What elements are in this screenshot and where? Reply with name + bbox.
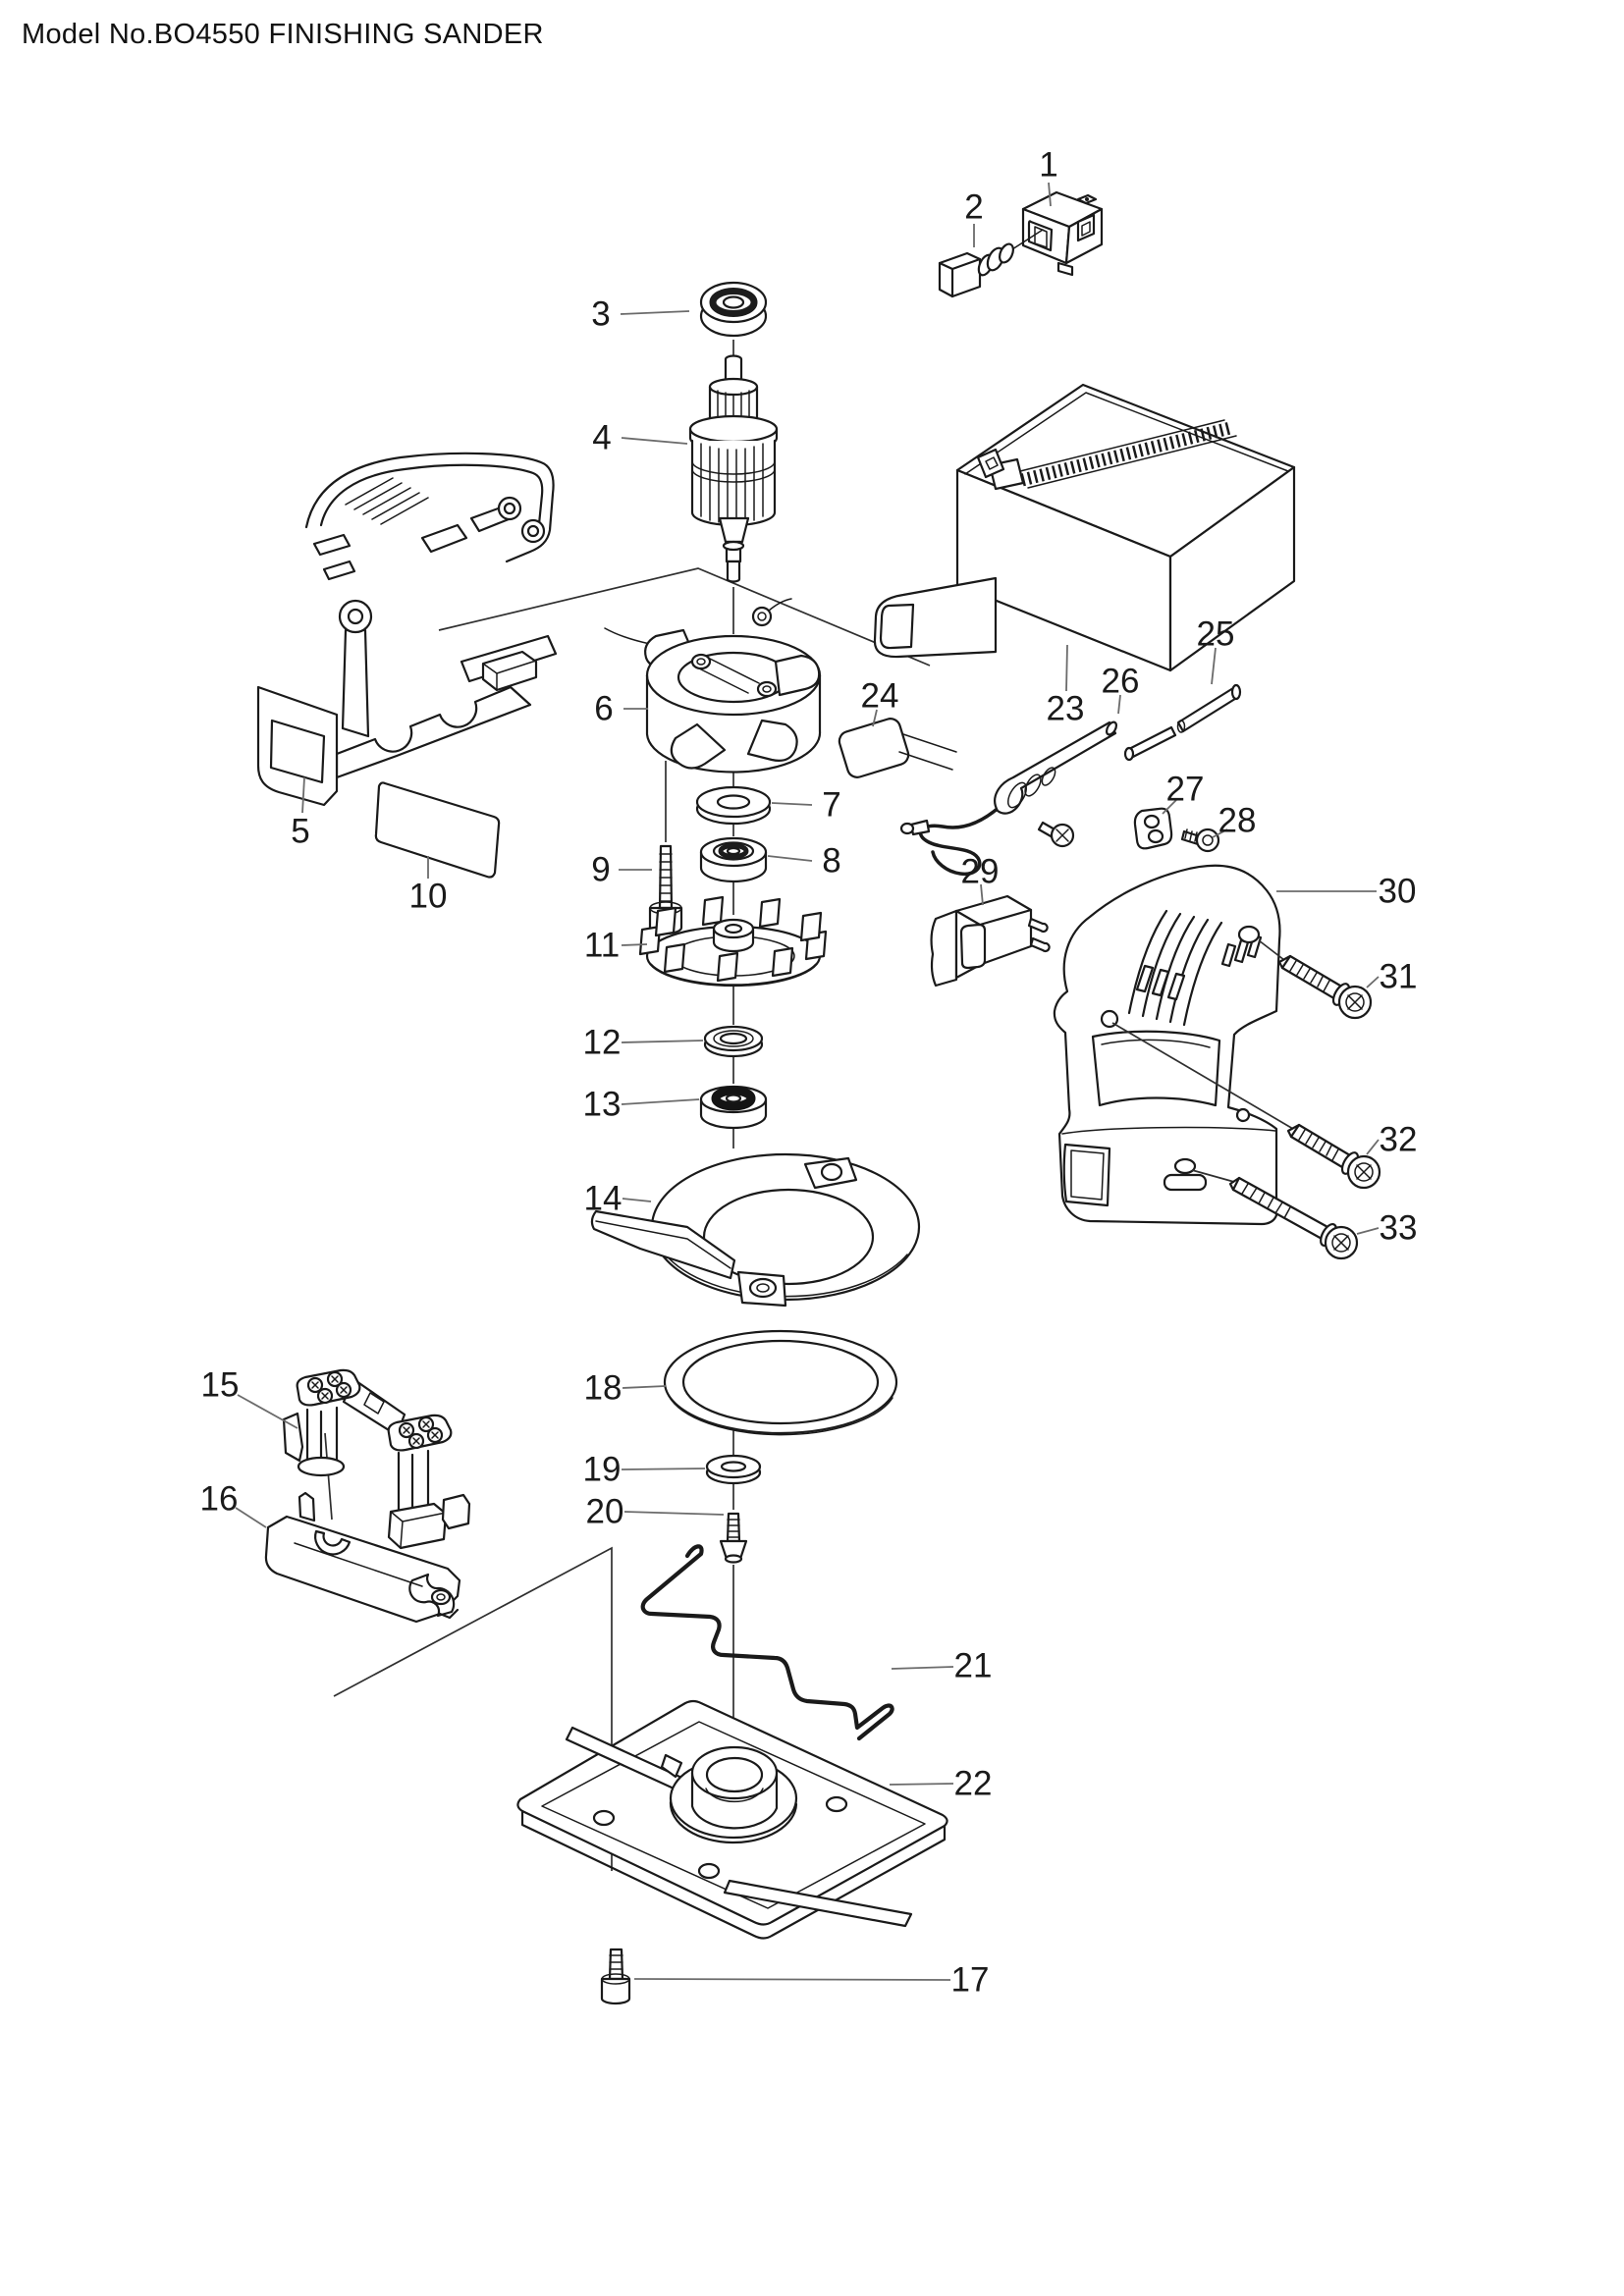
part-13-bearing-seal	[699, 1085, 768, 1130]
leader-line-part-29	[980, 883, 984, 906]
leader-line-part-22	[889, 1783, 954, 1786]
page-title: Model No.BO4550 FINISHING SANDER	[22, 19, 544, 50]
part-number-7: 7	[822, 786, 840, 825]
part-19-washer-small	[705, 1454, 762, 1485]
part-number-24: 24	[861, 677, 899, 716]
screw-alignment-lines	[1111, 939, 1294, 1183]
part-number-26: 26	[1102, 663, 1140, 701]
part-10-name-plate	[374, 781, 501, 879]
part-2-brush-terminal	[938, 229, 1044, 298]
leader-line-part-20	[623, 1511, 725, 1516]
part-number-20: 20	[586, 1493, 624, 1531]
part-17-base-screw	[600, 1948, 631, 2005]
part-26-power-cord	[899, 721, 1118, 877]
part-5-motor-housing-left	[256, 452, 558, 807]
part-number-17: 17	[951, 1961, 990, 2000]
part-24-capacitor	[838, 718, 957, 778]
part-number-2: 2	[964, 188, 983, 227]
part-number-21: 21	[954, 1647, 993, 1685]
part-number-29: 29	[961, 853, 1000, 891]
leader-line-part-28	[1212, 828, 1228, 838]
leader-line-part-11	[621, 943, 648, 946]
part-number-32: 32	[1380, 1121, 1418, 1159]
part-number-8: 8	[822, 842, 840, 881]
leader-line-part-18	[622, 1385, 667, 1389]
part-30-motor-housing-right	[1053, 864, 1281, 1226]
part-number-25: 25	[1197, 615, 1235, 654]
part-12-washer	[703, 1025, 764, 1058]
part-27-cord-clamp	[1133, 807, 1173, 850]
part-number-6: 6	[594, 690, 613, 728]
leader-line-part-15	[237, 1394, 298, 1429]
part-number-22: 22	[954, 1765, 993, 1803]
part-20-pad-screw	[719, 1512, 748, 1564]
part-number-10: 10	[409, 878, 448, 916]
leader-line-part-14	[622, 1198, 652, 1202]
leader-line-part-8	[767, 855, 813, 862]
part-number-15: 15	[201, 1366, 240, 1405]
leader-line-part-24	[872, 709, 878, 727]
part-number-18: 18	[584, 1369, 623, 1408]
part-number-9: 9	[591, 851, 610, 889]
leader-line-part-26	[1117, 694, 1121, 715]
leader-line-part-19	[621, 1468, 706, 1470]
part-6-field-stator	[604, 598, 822, 774]
part-15-balancer-assembly	[282, 1368, 471, 1550]
part-4-armature	[688, 354, 779, 583]
leader-line-part-12	[621, 1040, 704, 1043]
part-8-ball-bearing	[699, 836, 768, 883]
part-number-4: 4	[592, 419, 611, 457]
leader-line-part-17	[633, 1978, 951, 1981]
leader-line-part-33	[1356, 1227, 1380, 1235]
leader-line-part-5	[301, 776, 305, 814]
part-16-lever-plate	[264, 1491, 461, 1624]
part-number-11: 11	[584, 927, 620, 965]
part-number-12: 12	[583, 1024, 622, 1062]
part-22-base-plate	[516, 1699, 948, 1940]
part-33-long-screw	[1228, 1176, 1359, 1260]
part-number-33: 33	[1380, 1209, 1418, 1248]
part-3-ball-bearing-top	[699, 281, 768, 338]
part-28-clamp-screw	[1180, 828, 1220, 853]
part-number-30: 30	[1379, 873, 1417, 911]
part-number-27: 27	[1166, 771, 1205, 809]
leader-line-part-31	[1366, 976, 1380, 988]
part-number-19: 19	[583, 1451, 622, 1489]
leader-line-part-27	[1162, 799, 1177, 815]
part-25-pipe	[1123, 683, 1242, 762]
leader-line-part-3	[620, 310, 690, 315]
leader-line-part-23	[1065, 644, 1068, 692]
part-31-tapping-screw	[1277, 954, 1373, 1020]
part-7-flat-washer	[695, 785, 772, 826]
part-number-14: 14	[584, 1180, 623, 1218]
leader-line-part-4	[621, 437, 688, 445]
part-18-rubber-ring	[663, 1329, 898, 1436]
part-1-switch-block	[1021, 190, 1104, 277]
part-number-13: 13	[583, 1086, 622, 1124]
part-number-16: 16	[200, 1480, 239, 1519]
leader-line-part-21	[891, 1666, 954, 1670]
part-21-wire-bail	[640, 1544, 894, 1741]
leader-line-part-7	[771, 802, 813, 806]
part-32-tapping-screw	[1286, 1123, 1381, 1190]
part-number-28: 28	[1218, 802, 1257, 840]
part-11-fan	[638, 895, 828, 988]
leader-line-part-25	[1211, 647, 1217, 685]
part-number-5: 5	[291, 813, 309, 851]
part-number-3: 3	[591, 295, 610, 334]
leader-line-part-13	[621, 1098, 700, 1105]
leader-line-part-1	[1048, 182, 1052, 207]
part-29-switch	[930, 894, 1051, 988]
part-14-bearing-box	[590, 1152, 921, 1308]
part-number-1: 1	[1039, 146, 1057, 185]
part-number-23: 23	[1047, 690, 1085, 728]
part-23-dust-bag	[873, 383, 1296, 672]
leader-line-part-16	[235, 1507, 267, 1528]
part-number-31: 31	[1380, 958, 1418, 996]
leader-line-part-32	[1366, 1139, 1380, 1155]
